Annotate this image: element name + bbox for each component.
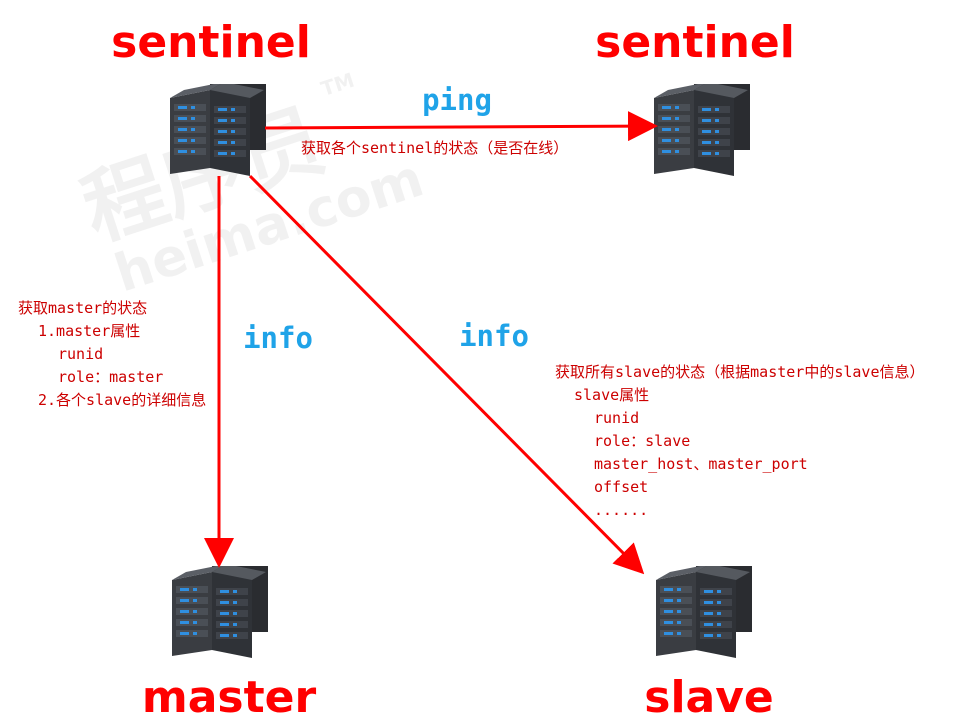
server-rack-icon-master xyxy=(172,566,268,658)
node-label-slave: slave xyxy=(644,672,774,723)
note-info-slave-line: slave属性 xyxy=(574,386,649,404)
edge-label-ping: ping xyxy=(422,83,492,117)
note-info-slave-line: ...... xyxy=(594,501,648,519)
edge-arrow-ping xyxy=(264,111,658,142)
node-label-sentinel-a: sentinel xyxy=(111,17,311,68)
note-info-slave-line: runid xyxy=(594,409,639,427)
note-info-master-line: runid xyxy=(58,345,103,363)
note-info-master-line: 获取master的状态 xyxy=(18,299,147,317)
watermark-mark: TM xyxy=(318,68,357,101)
note-info-slave-line: offset xyxy=(594,478,648,496)
note-info-master: 获取master的状态 1.master属性 runid role：master… xyxy=(18,299,206,409)
edge-label-info-master: info xyxy=(243,321,313,355)
note-info-master-line: role：master xyxy=(58,368,163,386)
note-info-slave-line: master_host、master_port xyxy=(594,455,808,473)
edge-label-info-slave: info xyxy=(459,319,529,353)
node-label-master: master xyxy=(142,672,317,723)
edge-arrow-info-slave xyxy=(248,174,645,575)
server-rack-icon-slave xyxy=(656,566,752,658)
node-label-sentinel-b: sentinel xyxy=(595,17,795,68)
note-info-slave: 获取所有slave的状态（根据master中的slave信息） slave属性 … xyxy=(555,363,925,519)
note-info-slave-line: role：slave xyxy=(594,432,690,450)
note-info-master-line: 1.master属性 xyxy=(38,322,140,340)
note-ping: 获取各个sentinel的状态（是否在线） xyxy=(301,139,568,157)
note-info-slave-line: 获取所有slave的状态（根据master中的slave信息） xyxy=(555,363,925,381)
server-rack-icon-sentinel-b xyxy=(654,84,750,176)
note-info-master-line: 2.各个slave的详细信息 xyxy=(38,391,206,409)
